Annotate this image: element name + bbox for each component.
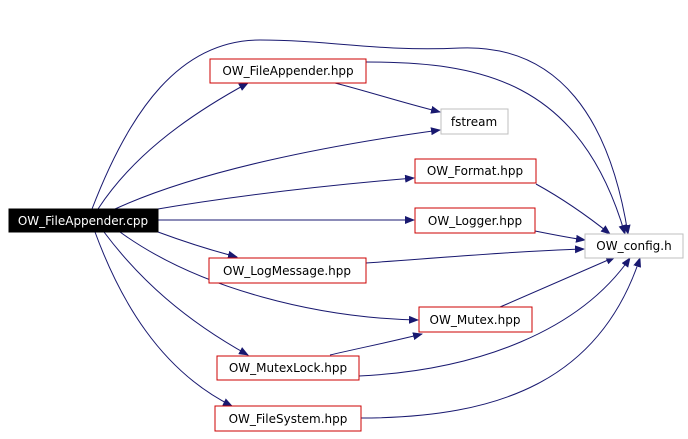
node-log-message-hpp[interactable]: OW_LogMessage.hpp bbox=[208, 257, 367, 284]
node-file-system-hpp[interactable]: OW_FileSystem.hpp bbox=[214, 405, 362, 432]
dependency-edges bbox=[91, 39, 641, 419]
edge-root-to-format-hpp bbox=[151, 174, 415, 211]
edge-file-system-hpp-to-config bbox=[360, 257, 641, 419]
node-file-system-hpp-label: OW_FileSystem.hpp bbox=[229, 412, 348, 426]
edge-format-hpp-to-config bbox=[535, 183, 611, 235]
edge-mutex-lock-hpp-to-mutex-hpp bbox=[329, 332, 423, 356]
node-logger-hpp-label: OW_Logger.hpp bbox=[428, 214, 522, 228]
node-mutex-lock-hpp-label: OW_MutexLock.hpp bbox=[229, 361, 347, 375]
node-mutex-hpp-label: OW_Mutex.hpp bbox=[430, 313, 521, 327]
edge-logger-hpp-to-config bbox=[534, 230, 586, 243]
node-file-appender-hpp[interactable]: OW_FileAppender.hpp bbox=[209, 58, 367, 84]
node-file-appender-hpp-label: OW_FileAppender.hpp bbox=[222, 64, 353, 78]
edge-mutex-hpp-to-config bbox=[499, 256, 616, 308]
edge-file-appender-hpp-to-config bbox=[365, 61, 627, 235]
edge-root-to-config-top bbox=[91, 39, 631, 235]
node-root[interactable]: OW_FileAppender.cpp bbox=[8, 208, 159, 233]
edge-root-to-file-appender-hpp bbox=[97, 82, 249, 210]
edge-root-to-fstream bbox=[114, 127, 441, 210]
edge-root-to-log-message-hpp bbox=[157, 231, 238, 259]
node-fstream-label: fstream bbox=[451, 115, 497, 129]
edge-file-appender-hpp-to-fstream bbox=[334, 82, 441, 114]
node-mutex-hpp[interactable]: OW_Mutex.hpp bbox=[418, 306, 533, 333]
node-config-h[interactable]: OW_config.h bbox=[584, 233, 684, 259]
node-log-message-hpp-label: OW_LogMessage.hpp bbox=[223, 264, 351, 278]
node-root-label: OW_FileAppender.cpp bbox=[18, 214, 148, 228]
node-logger-hpp[interactable]: OW_Logger.hpp bbox=[414, 207, 536, 234]
edge-log-message-hpp-to-config bbox=[365, 245, 585, 264]
node-fstream[interactable]: fstream bbox=[440, 108, 509, 135]
node-config-h-label: OW_config.h bbox=[596, 239, 671, 253]
node-format-hpp[interactable]: OW_Format.hpp bbox=[414, 158, 537, 184]
edge-root-to-mutex-lock-hpp bbox=[103, 231, 249, 356]
edge-mutex-lock-hpp-to-config bbox=[358, 257, 631, 377]
node-format-hpp-label: OW_Format.hpp bbox=[427, 164, 523, 178]
edge-root-to-file-system-hpp bbox=[94, 231, 233, 407]
node-mutex-lock-hpp[interactable]: OW_MutexLock.hpp bbox=[216, 355, 360, 381]
edge-root-to-mutex-hpp bbox=[119, 231, 419, 324]
